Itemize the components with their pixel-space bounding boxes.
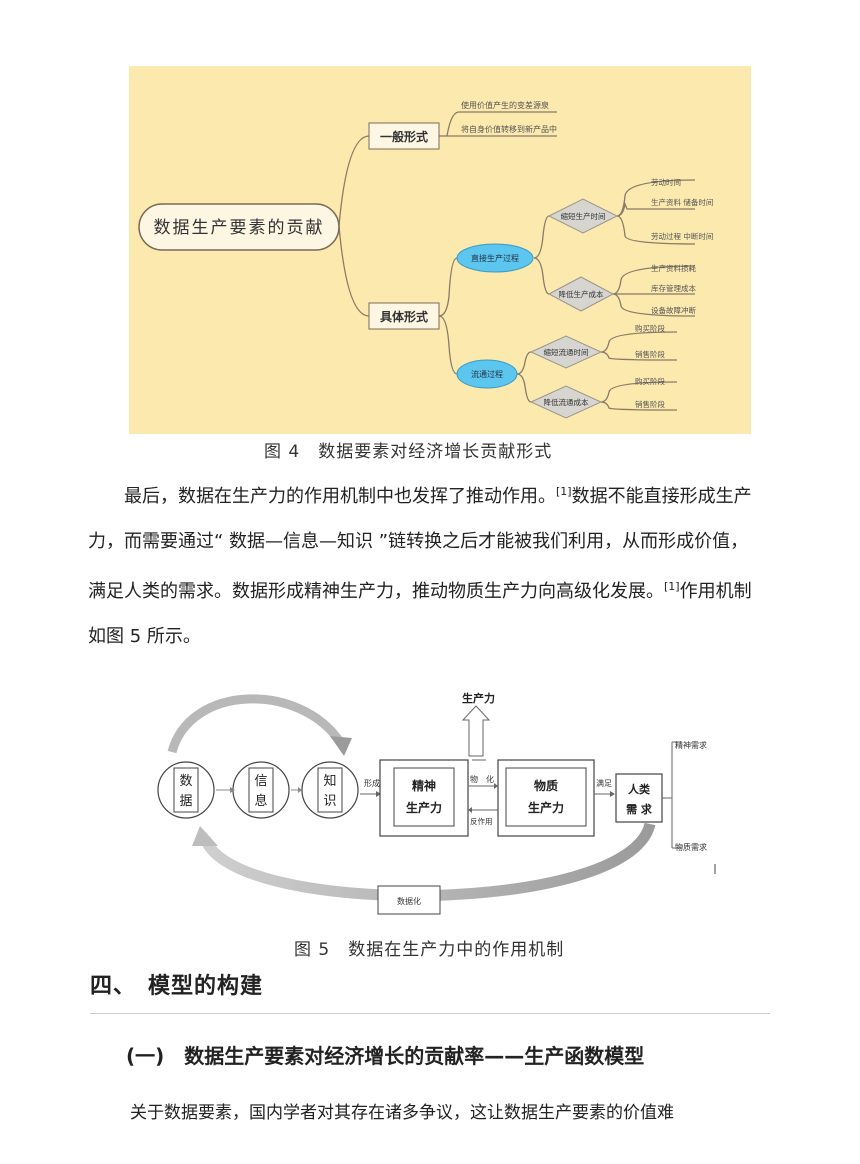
svg-text:降低生产成本: 降低生产成本 [559, 289, 604, 299]
knowledge-char-2: 识 [323, 794, 336, 809]
body-paragraph: 最后，数据在生产力的作用机制中也发挥了推动作用。[1]数据不能直接形成生产力，而… [88, 469, 760, 659]
circ-cost-item: 购买阶段 [635, 376, 665, 386]
body-text-line: 关于数据要素，国内学者对其存在诸多争议，这让数据生产要素的价值难 [130, 1103, 674, 1123]
svg-text:需 求: 需 求 [626, 802, 653, 816]
sentence: 最后，数据在生产力的作用机制中也发挥了推动作用。 [124, 486, 556, 507]
material-needs-label: 物质需求 [675, 842, 707, 852]
manzu-label: 满足 [596, 778, 612, 788]
svg-text:缩短流通时间: 缩短流通时间 [544, 347, 589, 357]
circulation-node: 流通过程 [456, 359, 518, 389]
wuhua-label: 物 化 [470, 774, 494, 784]
shengchanli-label: 生产力 [462, 691, 495, 705]
figure-4: 数据生产要素的贡献 一般形式 使用价值产生的变差源泉 将自身价值转移到新产品中 … [129, 66, 751, 434]
general-item: 将自身价值转移到新产品中 [461, 124, 557, 134]
section-heading: 四、 模型的构建 [90, 974, 264, 999]
mechanism-diagram: 数 据 信 息 知 识 形成 精神 生产力 物质 生产力 生产力 物 化 [157, 691, 716, 915]
paragraph-text: 最后，数据在生产力的作用机制中也发挥了推动作用。[1]数据不能直接形成生产力，而… [88, 469, 760, 659]
svg-text:缩短生产时间: 缩短生产时间 [561, 211, 606, 221]
svg-text:生产力: 生产力 [528, 800, 564, 815]
data-char-2: 据 [179, 794, 192, 809]
specific-form-label: 具体形式 [380, 309, 428, 324]
circ-cost-item: 销售阶段 [635, 399, 665, 409]
sentence: 作用机制如图 5 所示。 [88, 581, 752, 647]
time-item: 劳动时间 [651, 177, 681, 187]
circ-time-item: 销售阶段 [635, 349, 665, 359]
info-char-1: 信 [254, 774, 267, 789]
circulation-label: 流通过程 [471, 369, 503, 379]
info-char-2: 息 [254, 793, 267, 809]
connectors [338, 111, 696, 411]
cost-item: 库存管理成本 [651, 283, 696, 293]
xingcheng-label: 形成 [364, 778, 380, 788]
mind-map: 数据生产要素的贡献 一般形式 使用价值产生的变差源泉 将自身价值转移到新产品中 … [138, 100, 713, 419]
diamond-reduce-circulation-cost: 降低流通成本 [529, 385, 603, 419]
general-form-node: 一般形式 [368, 122, 440, 150]
fanzuoyong-label: 反作用 [470, 816, 493, 826]
svg-text:降低流通成本: 降低流通成本 [544, 397, 589, 407]
specific-form-node: 具体形式 [368, 302, 440, 330]
root-node: 数据生产要素的贡献 [138, 203, 340, 251]
bottom-arc-arrowhead [192, 826, 218, 846]
subsection-heading: (一) 数据生产要素对经济增长的贡献率——生产函数模型 [126, 1044, 645, 1068]
production-label: 直接生产过程 [471, 253, 519, 263]
figure-5: 数 据 信 息 知 识 形成 精神 生产力 物质 生产力 生产力 物 化 [150, 686, 730, 926]
diamond-reduce-production-cost: 降低生产成本 [547, 276, 615, 312]
root-label: 数据生产要素的贡献 [154, 218, 325, 238]
diamond-shorten-production-time: 缩短生产时间 [547, 198, 619, 234]
cost-item: 设备故障冲断 [651, 305, 696, 315]
circ-time-item: 购买阶段 [635, 323, 665, 333]
figure-4-caption: 图 4 数据要素对经济增长贡献形式 [264, 442, 553, 462]
svg-text:人类: 人类 [628, 782, 651, 796]
general-item: 使用价值产生的变差源泉 [461, 100, 549, 110]
svg-text:生产力: 生产力 [406, 800, 442, 815]
svg-text:物质: 物质 [534, 778, 558, 793]
diamond-shorten-circulation-time: 缩短流通时间 [529, 335, 603, 369]
spiritual-needs-label: 精神需求 [675, 740, 707, 750]
citation: [1] [556, 485, 572, 498]
top-arc [167, 694, 344, 754]
data-char-1: 数 [179, 774, 192, 789]
figure-5-caption: 图 5 数据在生产力中的作用机制 [294, 940, 565, 960]
knowledge-char-1: 知 [323, 773, 336, 789]
shujuhua-label: 数据化 [397, 896, 421, 906]
sentence: 数据不能直接形成生产力，而需要通过“ 数据—信息—知识 ”链转换之后才能被我们利… [88, 486, 752, 602]
general-form-label: 一般形式 [380, 129, 428, 144]
top-arc-arrowhead [330, 736, 352, 756]
svg-text:精神: 精神 [412, 778, 436, 793]
time-item: 生产资料 储备时间 [651, 197, 713, 207]
time-item: 劳动过程 中断时间 [651, 231, 713, 241]
citation: [1] [664, 580, 680, 593]
production-node: 直接生产过程 [456, 243, 534, 273]
cost-item: 生产资料损耗 [651, 263, 696, 273]
heading-divider [90, 1013, 770, 1014]
